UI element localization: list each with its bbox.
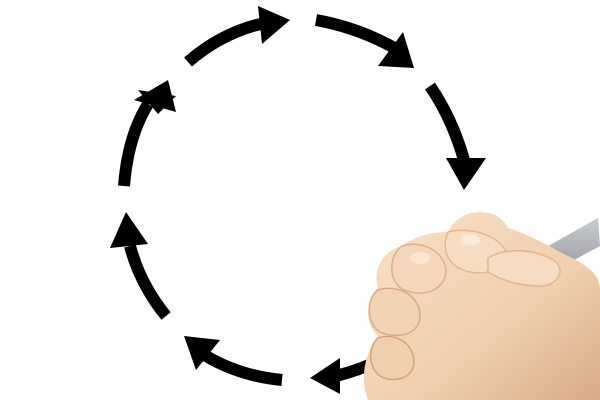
nail (410, 252, 430, 264)
cycle-arrow-7 (124, 244, 171, 320)
middle-finger (391, 243, 447, 294)
arrowhead-6 (184, 336, 220, 370)
thumb (487, 250, 561, 287)
arrowhead-8b (134, 80, 176, 112)
pinky-finger (370, 335, 415, 381)
ring-finger (368, 287, 421, 337)
arrowhead-7 (110, 212, 148, 248)
cycle-arrow-8 (118, 100, 154, 187)
nail (460, 234, 480, 246)
arrowhead-2 (378, 32, 414, 68)
cycle-arrow-2 (314, 14, 402, 56)
arrowhead-3 (446, 158, 486, 190)
arrowhead-5 (310, 358, 340, 394)
arrow-ring (110, 6, 486, 394)
cycle-arrow-3 (425, 82, 470, 162)
arrowhead-1 (258, 6, 290, 44)
cycle-arrow-6 (202, 350, 283, 386)
cycle-arrow-1 (184, 16, 272, 67)
hand-with-pen (363, 211, 600, 400)
